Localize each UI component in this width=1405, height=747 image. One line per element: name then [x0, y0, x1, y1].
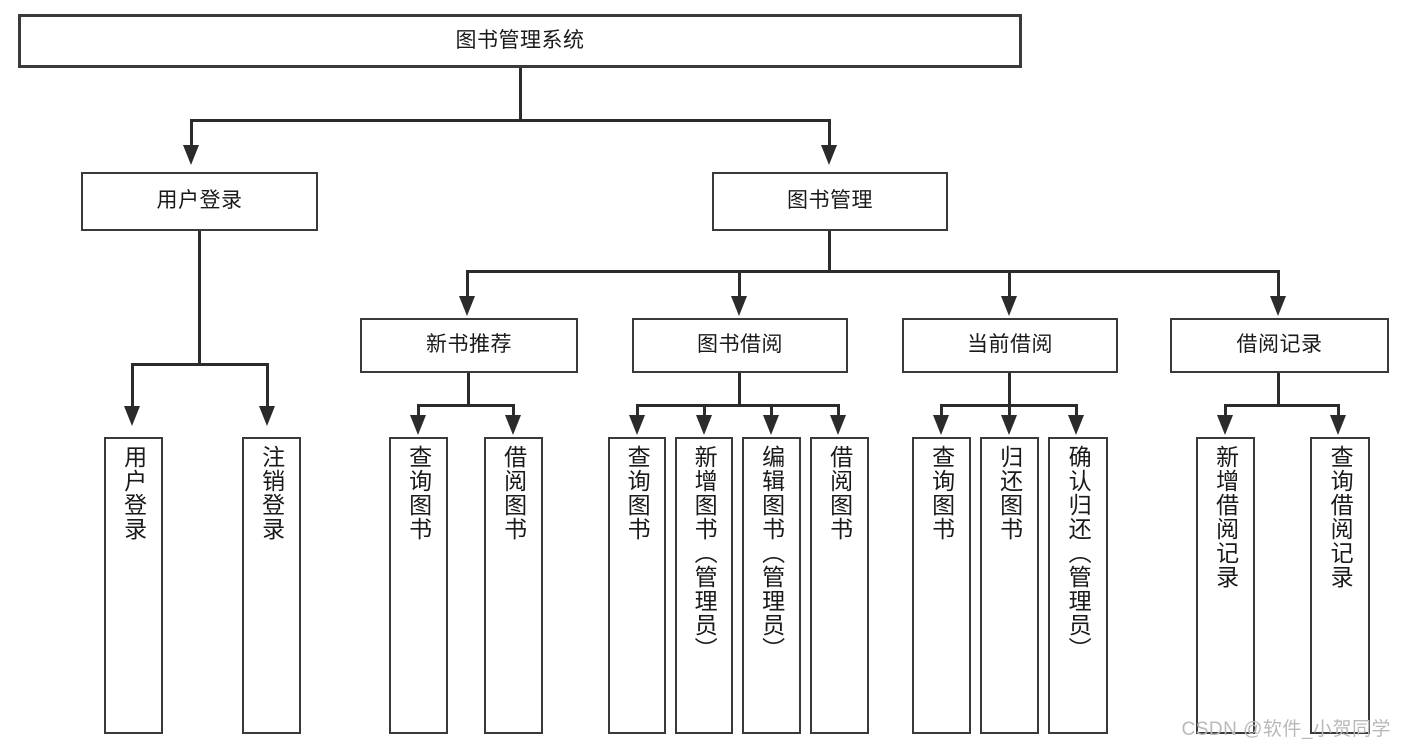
connector-root-stem — [519, 68, 522, 119]
arrowhead-book-borrow-leaf-2 — [696, 415, 712, 435]
node-label: 借阅图书 — [500, 445, 527, 541]
node-label: 用户登录 — [156, 189, 243, 213]
leaf-edit-book-admin[interactable]: 编辑图书（管理员） — [742, 437, 801, 734]
node-label: 借阅图书 — [826, 445, 853, 541]
arrowhead-new-book-leaf-2 — [505, 415, 521, 435]
connector-user-login-to-leaf-2 — [266, 363, 269, 408]
node-label: 用户登录 — [120, 445, 147, 541]
node-label: 确认归还（管理员） — [1065, 445, 1092, 661]
connector-book-borrow-bus — [636, 404, 839, 407]
connector-borrow-records-stem — [1277, 373, 1280, 404]
node-user-login[interactable]: 用户登录 — [81, 172, 318, 231]
connector-user-login-stem — [198, 231, 201, 363]
arrowhead-book-borrow-leaf-1 — [629, 415, 645, 435]
connector-borrow-records-to-leaf-2 — [1337, 404, 1340, 418]
node-label: 图书借阅 — [697, 333, 783, 357]
node-current-borrow[interactable]: 当前借阅 — [902, 318, 1118, 373]
connector-current-borrow-stem — [1008, 373, 1011, 404]
node-label: 借阅记录 — [1236, 333, 1323, 357]
node-book-management[interactable]: 图书管理 — [712, 172, 948, 231]
connector-borrow-records-bus — [1224, 404, 1340, 407]
node-label: 归还图书 — [996, 445, 1023, 541]
connector-user-login-bus — [131, 363, 269, 366]
node-label: 编辑图书（管理员） — [758, 445, 785, 661]
arrowhead-book-borrow — [731, 296, 747, 316]
arrowhead-borrow-records-leaf-1 — [1217, 415, 1233, 435]
node-label: 图书管理系统 — [455, 28, 585, 52]
leaf-borrow-book-new[interactable]: 借阅图书 — [484, 437, 543, 734]
arrowhead-current-borrow-leaf-3 — [1068, 415, 1084, 435]
connector-book-borrow-to-leaf-4 — [837, 404, 840, 418]
connector-borrow-records-to-leaf-1 — [1224, 404, 1227, 418]
connector-book-borrow-to-leaf-3 — [770, 404, 773, 418]
leaf-query-book-borrow[interactable]: 查询图书 — [608, 437, 666, 734]
connector-book-mgmt-to-current — [1008, 270, 1011, 298]
node-label: 新增图书（管理员） — [691, 445, 718, 661]
connector-current-borrow-to-leaf-1 — [940, 404, 943, 418]
leaf-borrow-book[interactable]: 借阅图书 — [810, 437, 869, 734]
connector-root-bus — [190, 119, 831, 122]
connector-root-to-user-login — [190, 119, 193, 147]
node-root-system[interactable]: 图书管理系统 — [18, 14, 1022, 68]
connector-new-book-to-leaf-2 — [512, 404, 515, 418]
connector-new-book-bus — [417, 404, 515, 407]
arrowhead-book-mgmt — [821, 145, 837, 165]
arrowhead-new-book-recommend — [459, 296, 475, 316]
connector-user-login-to-leaf-1 — [131, 363, 134, 408]
leaf-query-borrow-record[interactable]: 查询借阅记录 — [1310, 437, 1370, 734]
arrowhead-new-book-leaf-1 — [410, 415, 426, 435]
node-book-borrow[interactable]: 图书借阅 — [632, 318, 848, 373]
connector-book-mgmt-to-records — [1277, 270, 1280, 298]
node-new-book-recommend[interactable]: 新书推荐 — [360, 318, 578, 373]
arrowhead-current-borrow-leaf-1 — [933, 415, 949, 435]
node-label: 查询图书 — [405, 445, 432, 541]
leaf-query-book-current[interactable]: 查询图书 — [912, 437, 971, 734]
node-label: 查询借阅记录 — [1327, 445, 1354, 589]
leaf-return-book[interactable]: 归还图书 — [980, 437, 1039, 734]
connector-book-mgmt-bus — [466, 270, 1280, 273]
arrowhead-user-login-leaf-1 — [124, 406, 140, 426]
node-label: 当前借阅 — [967, 333, 1053, 357]
arrowhead-book-borrow-leaf-3 — [763, 415, 779, 435]
connector-book-borrow-stem — [738, 373, 741, 404]
arrowhead-book-borrow-leaf-4 — [830, 415, 846, 435]
arrowhead-borrow-records — [1270, 296, 1286, 316]
node-label: 查询图书 — [624, 445, 651, 541]
connector-book-mgmt-to-borrow — [738, 270, 741, 298]
connector-current-borrow-to-leaf-2 — [1008, 404, 1011, 418]
node-label: 查询图书 — [928, 445, 955, 541]
leaf-query-book-new[interactable]: 查询图书 — [389, 437, 448, 734]
leaf-add-borrow-record[interactable]: 新增借阅记录 — [1196, 437, 1255, 734]
node-label: 新书推荐 — [426, 333, 512, 357]
connector-book-mgmt-stem — [828, 231, 831, 270]
arrowhead-borrow-records-leaf-2 — [1330, 415, 1346, 435]
leaf-confirm-return-admin[interactable]: 确认归还（管理员） — [1048, 437, 1108, 734]
connector-book-mgmt-to-new-book — [466, 270, 469, 298]
connector-book-borrow-to-leaf-1 — [636, 404, 639, 418]
leaf-add-book-admin[interactable]: 新增图书（管理员） — [675, 437, 733, 734]
arrowhead-current-borrow — [1001, 296, 1017, 316]
connector-new-book-stem — [467, 373, 470, 404]
node-label: 注销登录 — [258, 445, 285, 541]
leaf-user-login[interactable]: 用户登录 — [104, 437, 163, 734]
connector-new-book-to-leaf-1 — [417, 404, 420, 418]
arrowhead-current-borrow-leaf-2 — [1001, 415, 1017, 435]
connector-current-borrow-to-leaf-3 — [1075, 404, 1078, 418]
node-borrow-records[interactable]: 借阅记录 — [1170, 318, 1389, 373]
leaf-logout[interactable]: 注销登录 — [242, 437, 301, 734]
connector-root-to-book-mgmt — [828, 119, 831, 147]
arrowhead-user-login — [183, 145, 199, 165]
arrowhead-user-login-leaf-2 — [259, 406, 275, 426]
connector-book-borrow-to-leaf-2 — [703, 404, 706, 418]
node-label: 图书管理 — [787, 189, 873, 213]
node-label: 新增借阅记录 — [1212, 445, 1239, 589]
